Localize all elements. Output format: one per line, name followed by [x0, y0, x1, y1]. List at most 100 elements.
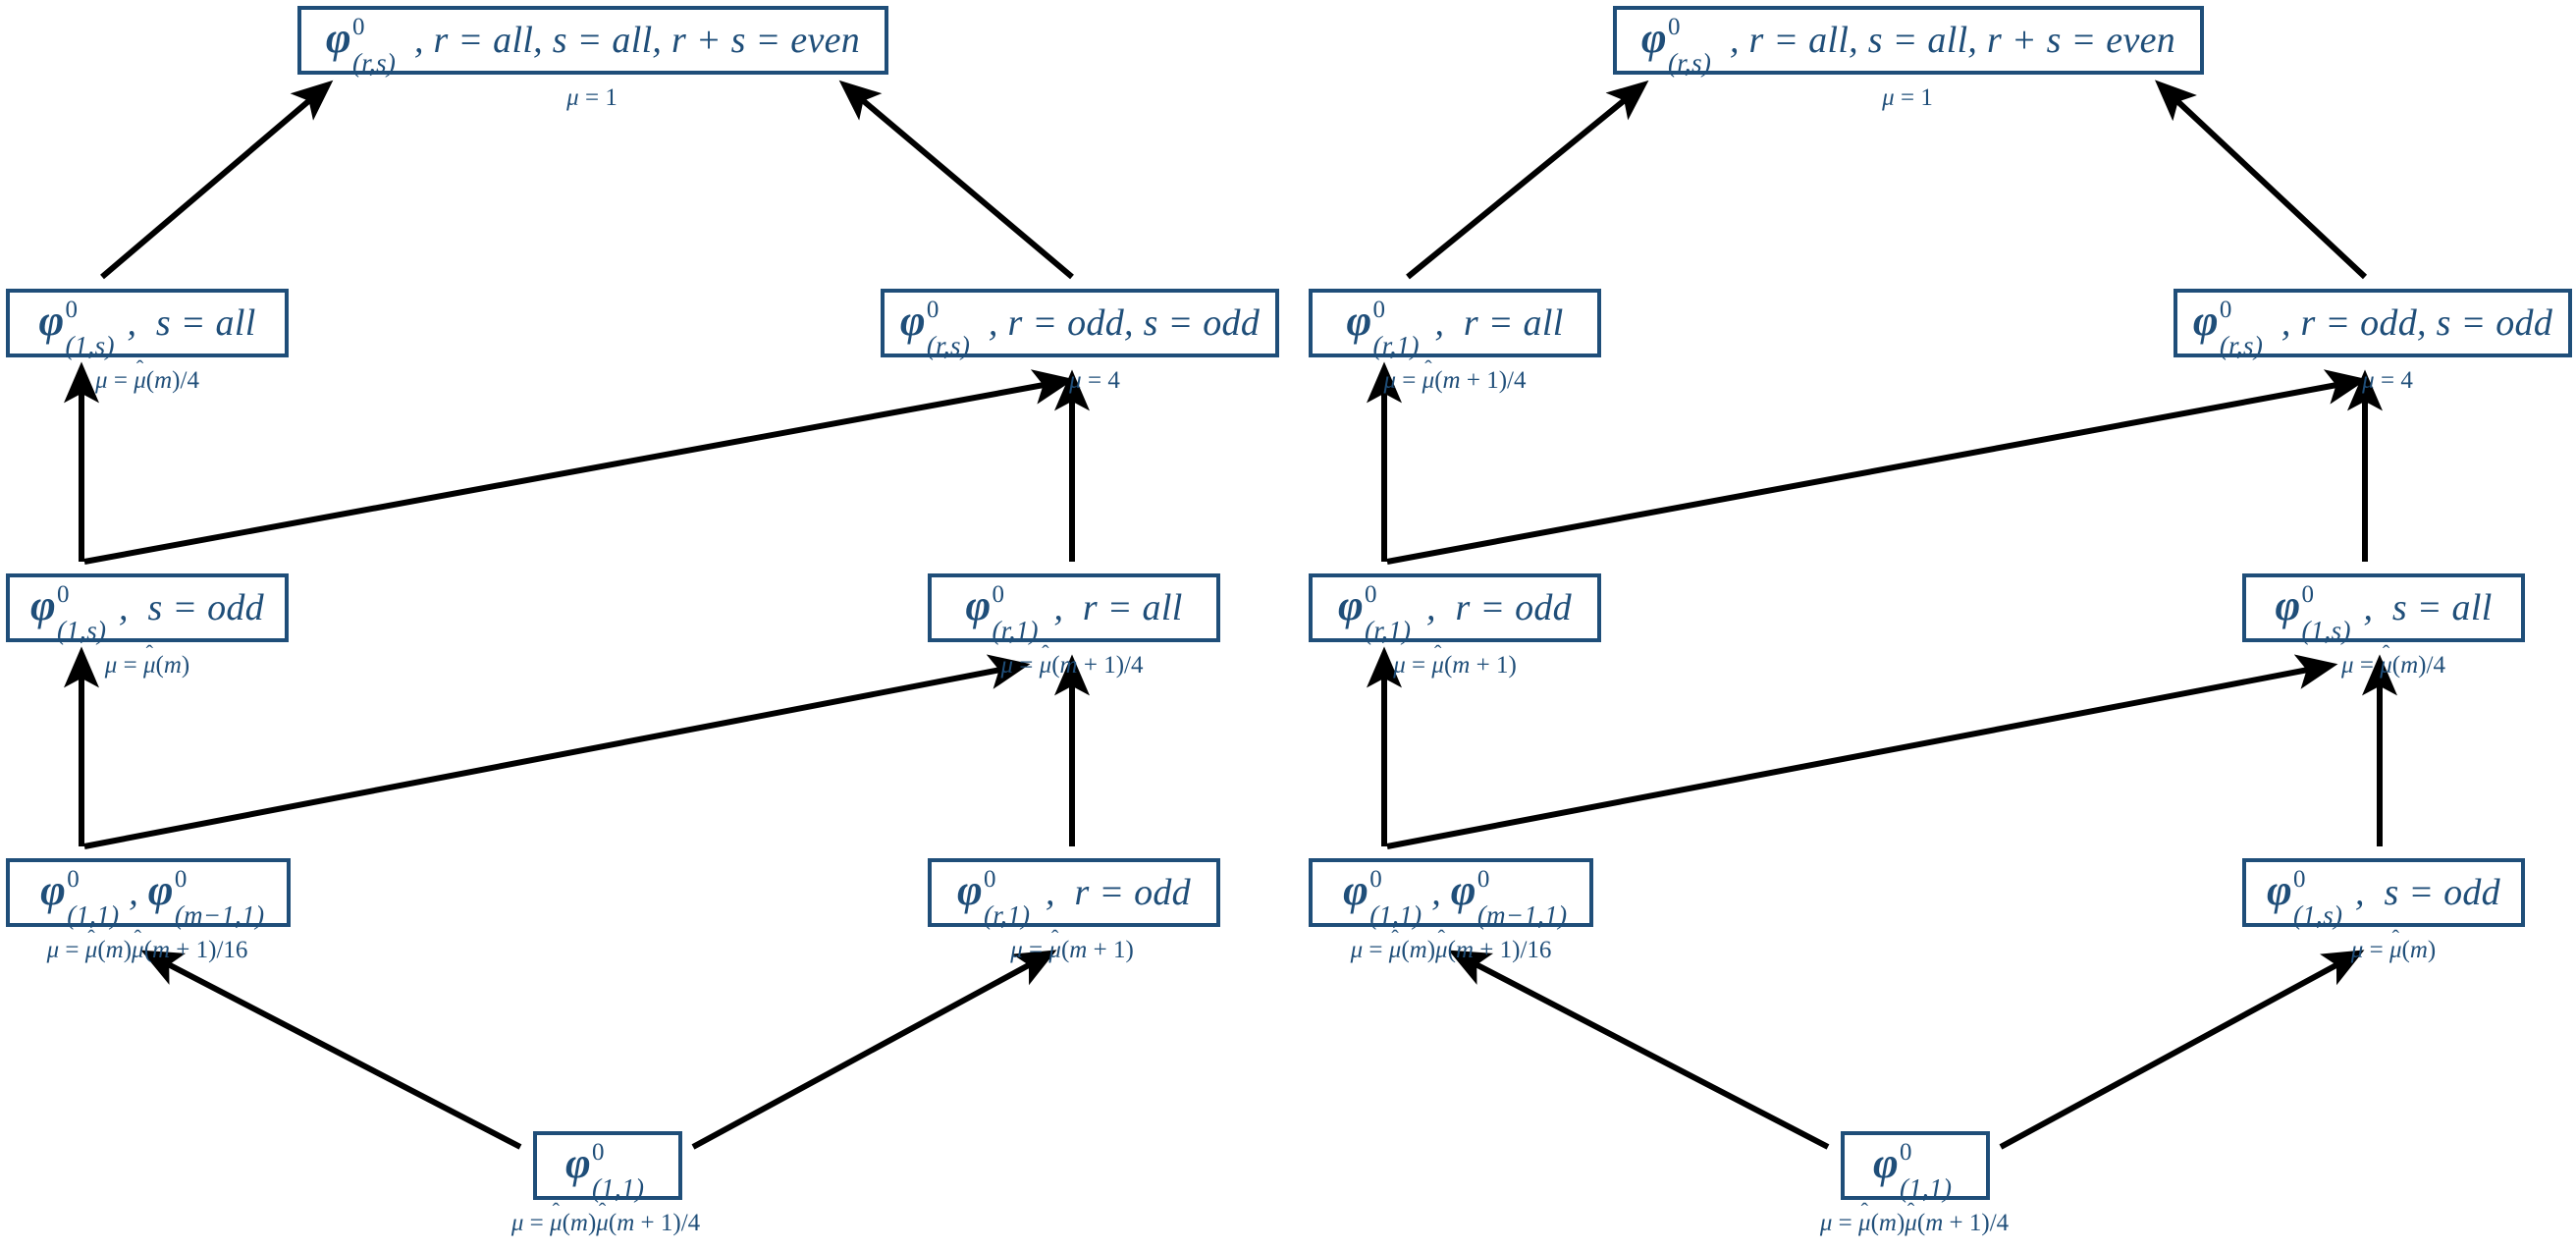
edge-mid-right-to-top	[2154, 80, 2368, 280]
phi-symbol: φ	[1343, 866, 1369, 914]
phi-separator: ,	[1431, 872, 1451, 913]
edge-bottom-to-base-right	[691, 950, 1057, 1150]
multiplicity-label: μ = 4	[2362, 367, 2413, 394]
multiplicity-label: μ = 1	[566, 84, 617, 111]
phi-superscript: 0	[992, 581, 1005, 608]
node-condition: , r = odd, s = odd	[2281, 302, 2553, 344]
phi-symbol: φ	[30, 581, 57, 629]
phi-superscript: 0	[65, 297, 79, 323]
edge-bottom-to-base-left	[1448, 950, 1830, 1150]
phi-superscript: 0	[67, 866, 80, 893]
phi-subscript: (1,1)	[67, 900, 120, 930]
node-condition: , r = odd	[1046, 872, 1191, 913]
node-condition: , s = all	[127, 302, 256, 344]
phi-symbol: φ	[965, 581, 992, 629]
node-condition: , s = odd	[2355, 872, 2500, 913]
phi-symbol: φ	[38, 297, 65, 345]
phi-symbol: φ	[1346, 297, 1372, 345]
phi-subscript: (1,s)	[57, 616, 107, 645]
phi-subscript: (1,s)	[65, 331, 115, 360]
phi-superscript: 0	[2301, 581, 2315, 608]
node-condition: , s = odd	[119, 587, 264, 628]
phi-superscript: 0	[1369, 866, 1382, 893]
phi-superscript: 0	[351, 14, 365, 40]
phi-subscript-2: (m−1,1)	[1476, 900, 1568, 930]
edge-mid-left-to-top	[100, 80, 334, 280]
node-condition: , r = all	[1434, 302, 1564, 344]
phi-separator: ,	[129, 872, 148, 913]
phi-symbol: φ	[2267, 866, 2293, 914]
phi-superscript: 0	[2219, 297, 2232, 323]
edge-low-left-to-mid-right	[1386, 369, 2368, 565]
phi-superscript: 0	[1365, 581, 1377, 608]
phi-superscript-2: 0	[1476, 866, 1490, 893]
edge-base-left-to-low-right	[83, 654, 1031, 849]
phi-superscript: 0	[57, 581, 70, 608]
edge-base-left-to-low-right	[1386, 654, 2338, 849]
phi-symbol: φ	[40, 866, 67, 914]
phi-symbol: φ	[564, 1139, 592, 1187]
edge-bottom-to-base-left	[140, 950, 522, 1150]
phi-superscript: 0	[1372, 297, 1386, 323]
phi-subscript: (r,1)	[1365, 616, 1412, 645]
phi-subscript: (r,1)	[1372, 331, 1420, 360]
phi-symbol: φ	[325, 14, 351, 62]
multiplicity-label: μ = 4	[1069, 367, 1120, 394]
phi-subscript: (r,1)	[984, 900, 1031, 930]
node-condition: , r = odd	[1426, 587, 1572, 628]
phi-superscript: 0	[1667, 14, 1681, 40]
phi-superscript: 0	[926, 297, 939, 323]
phi-symbol: φ	[957, 866, 984, 914]
edges	[64, 80, 2397, 1150]
phi-superscript: 0	[592, 1139, 605, 1166]
phi-subscript: (r,s)	[926, 331, 971, 360]
phi-subscript: (r,s)	[351, 48, 397, 78]
phi-superscript: 0	[2293, 866, 2306, 893]
edge-low-left-to-mid-right	[83, 369, 1075, 565]
phi-subscript-2: (m−1,1)	[174, 900, 265, 930]
node-condition: , s = all	[2363, 587, 2493, 628]
node-condition: , r = odd, s = odd	[988, 302, 1261, 344]
multiplicity-label: μ = 1	[1882, 84, 1933, 111]
phi-subscript: (r,s)	[1667, 48, 1712, 78]
phi-subscript: (1,s)	[2301, 616, 2351, 645]
edge-bottom-to-base-right	[1999, 950, 2365, 1150]
